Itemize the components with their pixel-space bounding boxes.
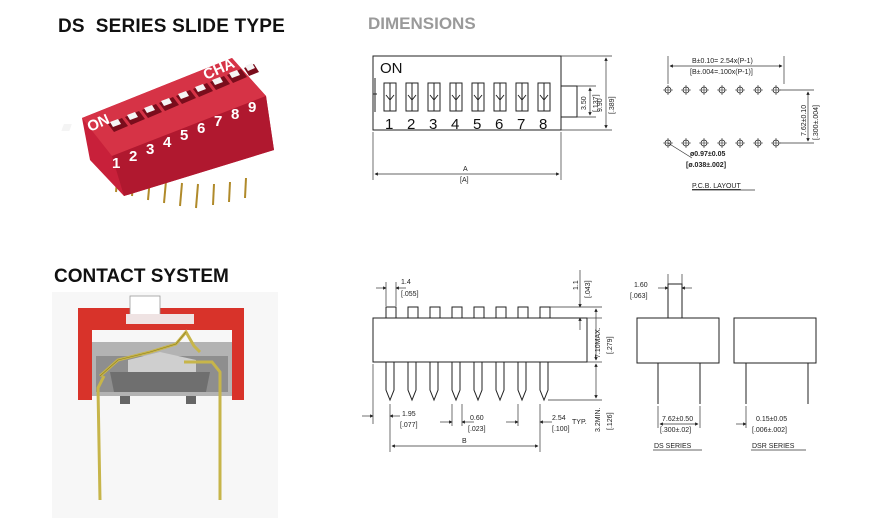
dim-a-inch: [A] [460,177,469,184]
side-pin-inch: [.126] [607,412,614,430]
side-dim-b: B [462,438,467,445]
contact-system-title: CONTACT SYSTEM [54,266,229,287]
ds-inch: [.300±.02] [660,427,691,434]
dsr-caption: DSR SERIES [752,443,795,450]
pcb-hole-metric: ø0.97±0.05 [690,151,725,158]
side-typ-metric: 2.54 [552,415,566,422]
photo-number: 5 [180,127,188,144]
photo-numbers: 1 2 3 4 5 6 7 8 9 [112,99,256,172]
switch-number: 3 [429,116,437,133]
switch-number: 7 [517,116,525,133]
side-view-drawing: 1.4 [.055] 1.1 [.043] 7.10MAX. [.279] 3.… [362,270,614,452]
end-act-metric: 1.60 [634,282,648,289]
pcb-caption: P.C.B. LAYOUT [692,183,741,190]
dim-a-label: A [463,166,468,173]
dim-height-inch: [.137] [593,94,600,112]
dsr-metric: 0.15±0.05 [756,416,787,423]
switch-number: 6 [495,116,503,133]
switch-number: 1 [385,116,393,133]
side-pinw-inch: [.023] [468,426,486,433]
pcb-formula-metric: B±0.10= 2.54x(P-1) [692,58,753,65]
side-edge-inch: [.077] [400,422,418,429]
top-view-drawing: ON 1 2 3 4 5 6 7 8 A [A] [372,55,616,184]
side-top-metric: 1.1 [573,280,580,290]
switch-number: 5 [473,116,481,133]
side-pitch-inch: [.055] [401,291,419,298]
pcb-formula-inch: [B±.004=.100x(P-1)] [690,69,753,76]
pcb-layout-drawing: B±0.10= 2.54x(P-1) [B±.004=.100x(P-1)] 7… [663,56,820,191]
end-act-inch: [.063] [630,293,648,300]
dimensions-title: DIMENSIONS [368,14,476,33]
top-view-numbers: 1 2 3 4 5 6 7 8 [385,116,547,133]
dim-height-metric: 3.50 [581,96,588,110]
photo-number: 4 [163,134,172,151]
side-height-inch: [.279] [607,336,614,354]
photo-number: 6 [197,120,205,137]
dim-total-inch: [.389] [609,96,616,114]
photo-number: 3 [146,141,154,158]
product-title: DS SERIES SLIDE TYPE [58,16,285,37]
side-typ-suffix: TYP. [572,419,587,426]
side-height-metric: 7.10MAX. [595,327,602,358]
side-pinw-metric: 0.60 [470,415,484,422]
photo-number: 9 [248,99,256,116]
ds-metric: 7.62±0.50 [662,416,693,423]
ds-caption: DS SERIES [654,443,692,450]
switch-number: 4 [451,116,459,133]
side-pin-metric: 3.2MIN. [595,407,602,432]
end-views-drawing: 1.60 [.063] 7.62±0.50 [.300±.02] DS SERI… [630,274,817,451]
pcb-hole-inch: [ø.038±.002] [686,162,726,169]
contact-system-drawing [52,292,278,518]
dip-switch-photo: ON CHA 1 2 3 4 5 6 7 8 9 [61,55,274,209]
switch-number: 8 [539,116,547,133]
pcb-row-inch: [.300±.004] [813,105,820,140]
dim-total-metric: 9.90 [597,98,604,112]
side-pitch-metric: 1.4 [401,279,411,286]
side-edge-metric: 1.95 [402,411,416,418]
photo-number: 7 [214,113,222,130]
photo-number: 1 [112,155,120,172]
dsr-inch: [.006±.002] [752,427,787,434]
side-typ-inch: [.100] [552,426,570,433]
side-top-inch: [.043] [585,280,592,298]
photo-number: 2 [129,148,137,165]
top-view-on-label: ON [380,60,403,77]
photo-number: 8 [231,106,239,123]
switch-number: 2 [407,116,415,133]
pcb-row-metric: 7.62±0.10 [801,105,808,136]
